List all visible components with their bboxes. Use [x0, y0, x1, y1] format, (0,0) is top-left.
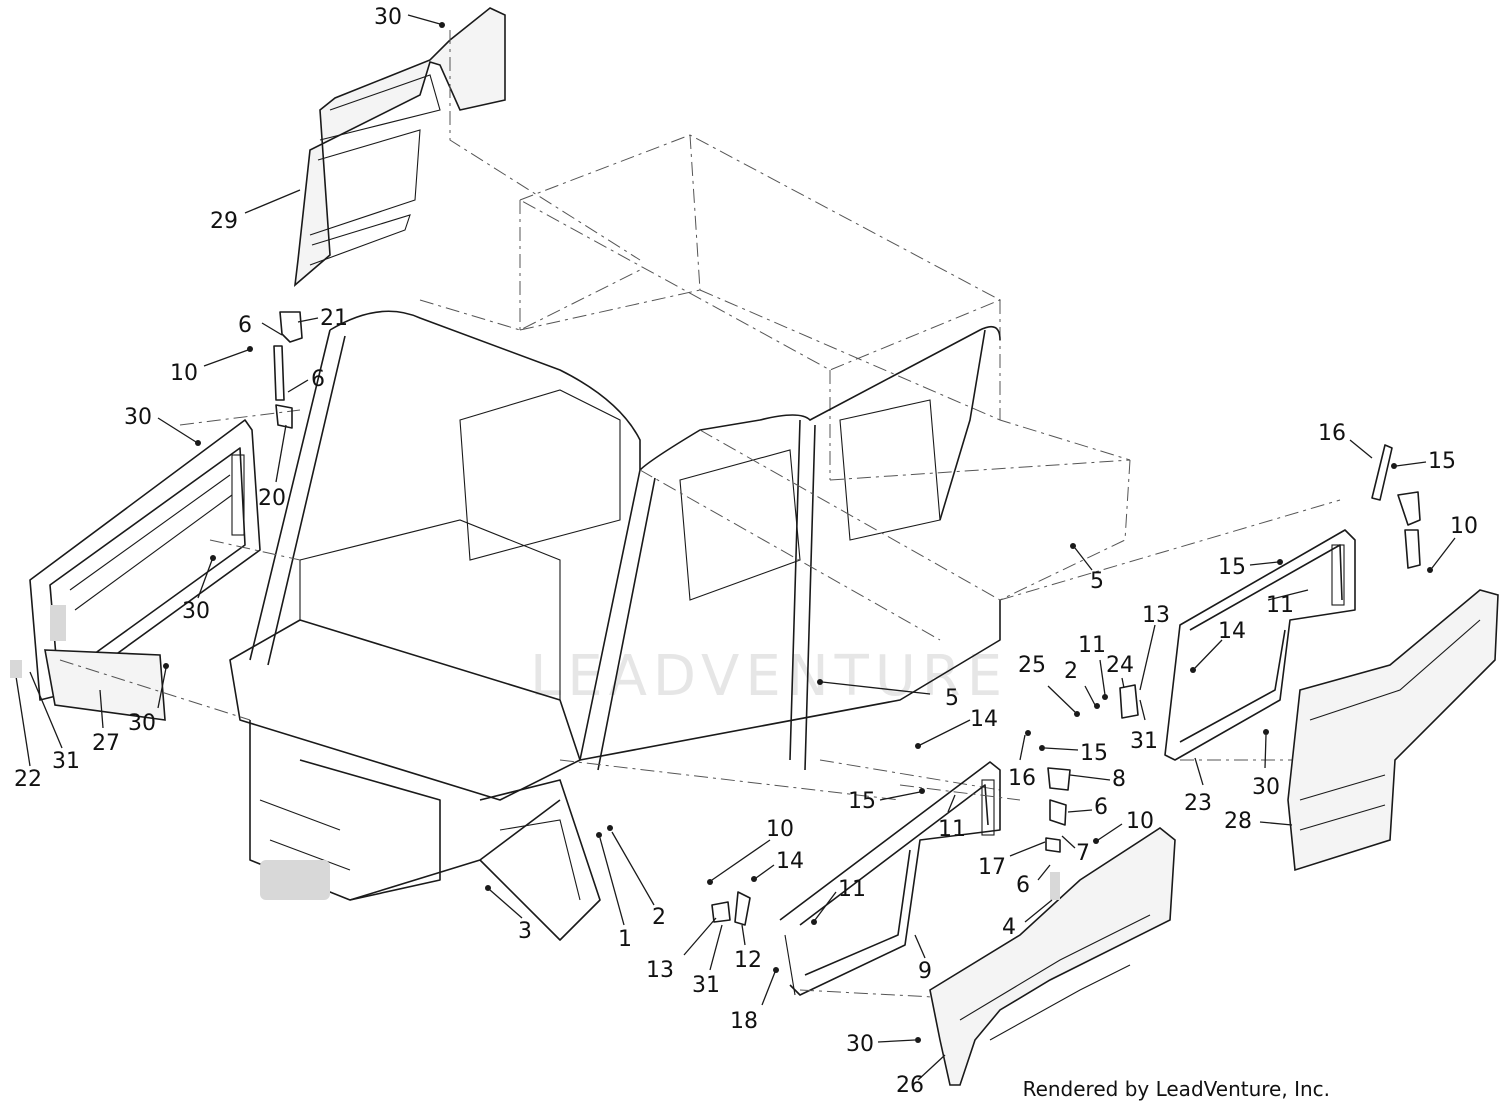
part-9-door-frame: [779, 761, 1021, 1001]
callout-30: 30: [182, 599, 210, 624]
callout-6: 6: [311, 367, 325, 392]
callout-6: 6: [1016, 873, 1030, 898]
callout-22: 22: [14, 767, 42, 792]
callout-30: 30: [846, 1032, 874, 1057]
callout-25: 25: [1018, 653, 1046, 678]
callout-30: 30: [1252, 775, 1280, 800]
callout-2: 2: [652, 905, 666, 930]
callout-16: 16: [1008, 766, 1036, 791]
callout-11: 11: [1078, 633, 1106, 658]
callout-5: 5: [945, 686, 959, 711]
part-21-hinge-bracket: [273, 311, 303, 429]
callout-31: 31: [52, 749, 80, 774]
callout-21: 21: [320, 306, 348, 331]
vehicle-frame: [229, 134, 1131, 941]
leader-lines: [10, 14, 1456, 1081]
callout-14: 14: [970, 707, 998, 732]
part-28-rear-panel: [1287, 589, 1499, 872]
callout-10: 10: [1450, 514, 1478, 539]
watermark-text: LEADVENTURE: [530, 644, 1008, 709]
callout-15: 15: [1428, 449, 1456, 474]
callout-15: 15: [1218, 555, 1246, 580]
callout-23: 23: [1184, 791, 1212, 816]
callout-11: 11: [1266, 593, 1294, 618]
callout-7: 7: [1076, 841, 1090, 866]
callout-31: 31: [692, 973, 720, 998]
rear-hinge-bracket: [1371, 444, 1421, 569]
part-27-left-door: [29, 409, 301, 721]
part-26-door-panel: [929, 827, 1176, 1086]
callout-26: 26: [896, 1073, 924, 1098]
callout-6: 6: [238, 313, 252, 338]
callout-2: 2: [1064, 659, 1078, 684]
callout-29: 29: [210, 209, 238, 234]
callout-1: 1: [618, 927, 632, 952]
callout-14: 14: [1218, 619, 1246, 644]
callout-14: 14: [776, 849, 804, 874]
callout-5: 5: [1090, 569, 1104, 594]
callout-labels: 30 29 6 21 10 6 30 20 30 30 27 31 22 3 1…: [14, 5, 1478, 1098]
callout-16: 16: [1318, 421, 1346, 446]
callout-17: 17: [978, 855, 1006, 880]
callout-30: 30: [128, 711, 156, 736]
callout-30: 30: [124, 405, 152, 430]
front-hinge-parts: [711, 684, 1139, 926]
callout-9: 9: [918, 959, 932, 984]
callout-24: 24: [1106, 653, 1134, 678]
render-credit: Rendered by LeadVenture, Inc.: [1022, 1077, 1330, 1101]
callout-8: 8: [1112, 767, 1126, 792]
callout-27: 27: [92, 731, 120, 756]
callout-18: 18: [730, 1009, 758, 1034]
callout-10: 10: [1126, 809, 1154, 834]
callout-10: 10: [170, 361, 198, 386]
callout-6: 6: [1094, 795, 1108, 820]
callout-11: 11: [938, 817, 966, 842]
part-23-rear-door-frame: [999, 499, 1356, 761]
callout-28: 28: [1224, 809, 1252, 834]
callout-20: 20: [258, 486, 286, 511]
callout-13: 13: [1142, 603, 1170, 628]
callout-15: 15: [848, 789, 876, 814]
callout-11: 11: [838, 877, 866, 902]
callout-12: 12: [734, 948, 762, 973]
callout-4: 4: [1002, 915, 1016, 940]
callout-15: 15: [1080, 741, 1108, 766]
callout-30: 30: [374, 5, 402, 30]
callout-13: 13: [646, 958, 674, 983]
callout-10: 10: [766, 817, 794, 842]
callout-3: 3: [518, 919, 532, 944]
part-29-rear-upper-panel: [293, 7, 641, 287]
callout-31: 31: [1130, 729, 1158, 754]
